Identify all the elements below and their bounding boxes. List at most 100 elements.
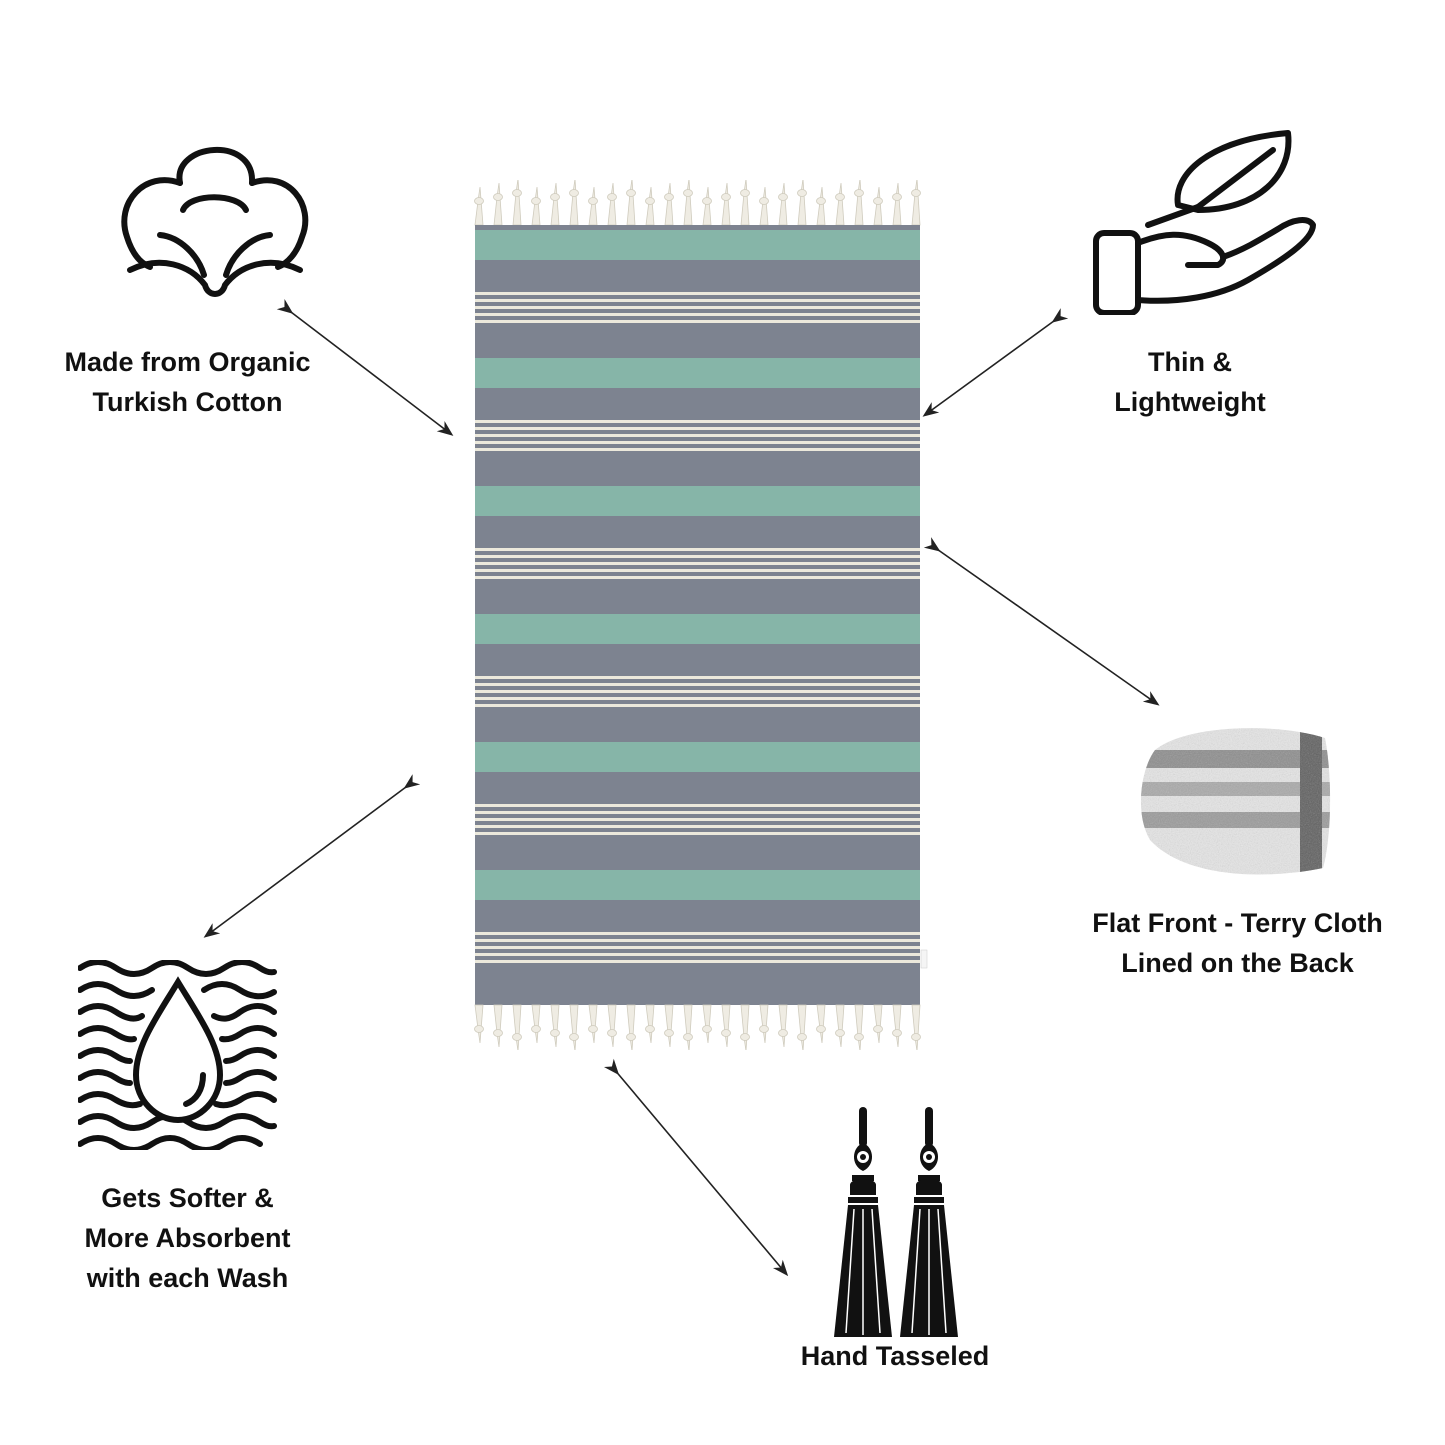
- towel-stripe-white: [475, 832, 920, 835]
- towel-stripe-white: [475, 825, 920, 828]
- towel-fringe-knot: [588, 1025, 598, 1033]
- towel-image: [474, 180, 928, 1050]
- towel-fringe-knot: [645, 1025, 655, 1033]
- towel-stripe-white: [475, 939, 920, 942]
- feature-terry-label: Flat Front - Terry Cloth Lined on the Ba…: [1040, 903, 1435, 983]
- connector-terry: [923, 537, 1160, 706]
- towel-fringe-knot: [588, 197, 598, 205]
- towel-fringe-strand: [664, 1004, 674, 1048]
- towel-stripe-teal: [475, 486, 920, 516]
- towel-stripe-white: [475, 697, 920, 700]
- tassel-left-icon: [834, 1107, 892, 1337]
- towel-fringe-strand: [512, 1004, 522, 1050]
- towel-fringe-knot: [531, 1025, 541, 1033]
- towel-fringe-knot: [512, 1033, 522, 1041]
- towel-stripe-white: [475, 555, 920, 558]
- towel-fringe-knot: [493, 1029, 503, 1037]
- towel-stripe-white: [475, 306, 920, 309]
- towel-fringe-knot: [569, 189, 579, 197]
- connector-lightweight: [922, 308, 1069, 417]
- towel-fringe-bottom: [474, 1004, 921, 1050]
- terry-cloth-swatch: [1140, 728, 1331, 875]
- towel-fringe-knot: [835, 1029, 845, 1037]
- towel-stripe-teal: [475, 870, 920, 900]
- towel-fringe-strand: [474, 1004, 484, 1044]
- tassel-right-icon: [900, 1107, 958, 1337]
- towel-stripe-teal: [475, 742, 920, 772]
- towel-fringe-knot: [645, 197, 655, 205]
- towel-fringe-knot: [911, 189, 921, 197]
- towel-stripe-white: [475, 562, 920, 565]
- towel-stripe-white: [475, 811, 920, 814]
- towel-fringe-knot: [550, 1029, 560, 1037]
- towel-fringe-knot: [721, 1029, 731, 1037]
- towel-fringe-strand: [778, 1004, 788, 1048]
- towel-fringe-strand: [588, 1004, 598, 1044]
- feature-lightweight-line-1: Thin &: [1148, 347, 1232, 377]
- towel-fringe-knot: [873, 197, 883, 205]
- towel-stripe-white: [475, 420, 920, 423]
- towel-fringe-strand: [683, 1004, 693, 1050]
- feature-absorbent-label: Gets Softer & More Absorbent with each W…: [25, 1178, 350, 1298]
- towel-fringe-knot: [626, 1033, 636, 1041]
- towel-fringe-strand: [873, 1004, 883, 1044]
- towel-stripe-teal: [475, 358, 920, 388]
- towel-stripe-white: [475, 704, 920, 707]
- towel-stripe-white: [475, 804, 920, 807]
- towel-fringe-knot: [854, 1033, 864, 1041]
- towel-fringe-strand: [721, 1004, 731, 1048]
- towel-stripe-white: [475, 946, 920, 949]
- towel-stripe-white: [475, 676, 920, 679]
- towel-fringe-strand: [816, 1004, 826, 1044]
- towel-fringe-strand: [645, 1004, 655, 1044]
- towel-stripe-white: [475, 690, 920, 693]
- towel-fringe-knot: [740, 1033, 750, 1041]
- towel-fringe-knot: [797, 189, 807, 197]
- towel-fringe-strand: [740, 1004, 750, 1050]
- connector-absorbent: [203, 774, 421, 938]
- towel-fringe-strand: [550, 1004, 560, 1048]
- towel-fringe-knot: [550, 193, 560, 201]
- towel-fringe-knot: [854, 189, 864, 197]
- towel-fringe-strand: [892, 1004, 902, 1048]
- towel-fringe-top: [474, 180, 921, 226]
- towel-stripe-white: [475, 548, 920, 551]
- towel-stripe-white: [475, 448, 920, 451]
- towel-fringe-knot: [759, 1025, 769, 1033]
- towel-stripe-white: [475, 434, 920, 437]
- towel-fringe-knot: [778, 193, 788, 201]
- towel-stripe-white: [475, 932, 920, 935]
- towel-fringe-knot: [474, 197, 484, 205]
- towel-fringe-knot: [797, 1033, 807, 1041]
- towel-fringe-strand: [797, 1004, 807, 1050]
- towel-stripes: [475, 225, 920, 1005]
- towel-fringe-knot: [607, 193, 617, 201]
- towel-fringe-knot: [740, 189, 750, 197]
- towel-fringe-strand: [911, 1004, 921, 1050]
- feature-lightweight-label: Thin & Lightweight: [1040, 342, 1340, 422]
- feature-tassels-label: Hand Tasseled: [745, 1336, 1045, 1376]
- towel-fringe-knot: [702, 1025, 712, 1033]
- cotton-boll-icon: [121, 147, 309, 297]
- towel-stripe-white: [475, 683, 920, 686]
- towel-stripe-teal: [475, 614, 920, 644]
- towel-fringe-knot: [512, 189, 522, 197]
- towel-fringe-knot: [607, 1029, 617, 1037]
- towel-fringe-knot: [892, 193, 902, 201]
- towel-fringe-knot: [702, 197, 712, 205]
- towel-fringe-knot: [721, 193, 731, 201]
- towel-stripe-white: [475, 576, 920, 579]
- feature-absorbent-line-2: More Absorbent: [84, 1223, 291, 1253]
- towel-stripe-white: [475, 960, 920, 963]
- towel-fringe-knot: [873, 1025, 883, 1033]
- feature-lightweight-line-2: Lightweight: [1114, 387, 1266, 417]
- towel-stripe-white: [475, 441, 920, 444]
- towel-fringe-knot: [683, 1033, 693, 1041]
- hand-leaf-icon: [1093, 130, 1316, 315]
- feature-terry-line-2: Lined on the Back: [1121, 948, 1354, 978]
- towel-fringe-knot: [759, 197, 769, 205]
- towel-fringe-knot: [778, 1029, 788, 1037]
- connector-tassels: [603, 1058, 789, 1277]
- towel-stripe-white: [475, 299, 920, 302]
